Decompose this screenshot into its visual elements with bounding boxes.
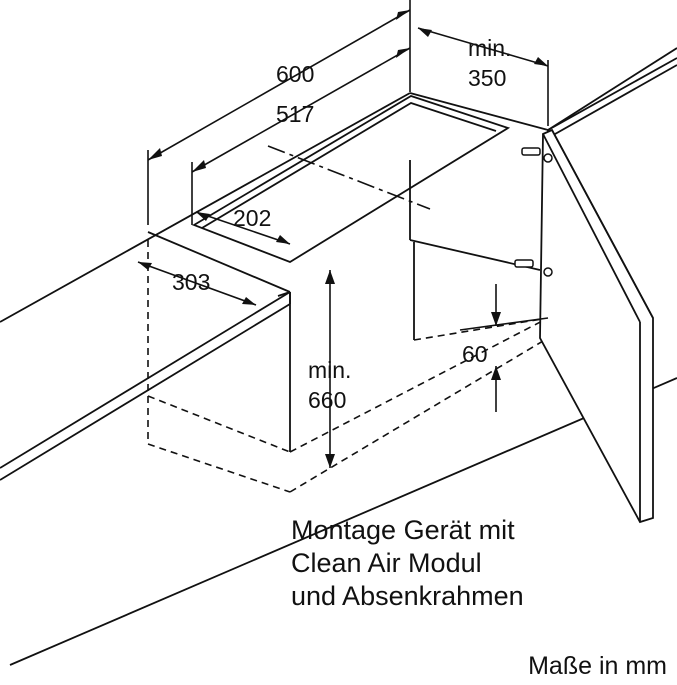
dimension-min-label-height: min. — [308, 357, 351, 383]
worktop — [0, 47, 677, 666]
diagram-caption: Montage Gerät mit Clean Air Modul und Ab… — [291, 514, 524, 613]
dimension-min-label: min. — [468, 35, 511, 61]
cutout-opening — [191, 95, 511, 263]
caption-line-1: Montage Gerät mit — [291, 515, 515, 545]
dimension-60: 60 — [462, 341, 488, 367]
dimension-350: 350 — [468, 65, 506, 91]
arrowheads — [138, 10, 548, 468]
dimension-517: 517 — [276, 101, 314, 127]
center-line — [267, 145, 431, 210]
units-note: Maße in mm — [528, 652, 667, 680]
dimension-lines — [137, 0, 549, 468]
caption-line-2: Clean Air Modul — [291, 548, 482, 578]
caption-line-3: und Absenkrahmen — [291, 581, 524, 611]
door-hinge-icon — [514, 147, 553, 277]
cabinet-door — [539, 128, 654, 524]
dimension-660: 660 — [308, 387, 346, 413]
dimension-303: 303 — [172, 269, 210, 295]
dimension-202: 202 — [233, 205, 271, 231]
dimension-600: 600 — [276, 61, 314, 87]
